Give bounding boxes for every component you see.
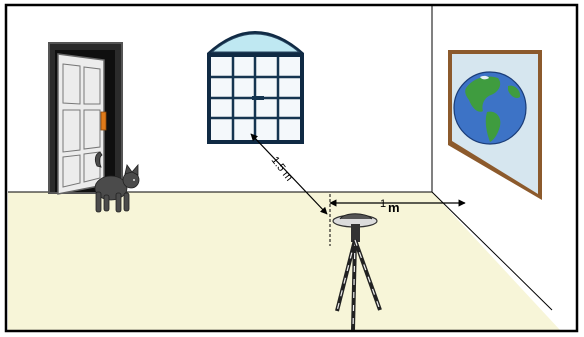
door-handle	[101, 112, 106, 130]
globe-poster-icon	[448, 50, 542, 200]
wall-distance-label-unit: m	[388, 200, 400, 215]
window-distance-label: 1.5 m	[269, 154, 295, 183]
floor	[8, 192, 560, 330]
door-icon	[49, 43, 122, 194]
window-icon	[207, 31, 304, 144]
wall-distance-label-number: 1	[380, 198, 386, 210]
